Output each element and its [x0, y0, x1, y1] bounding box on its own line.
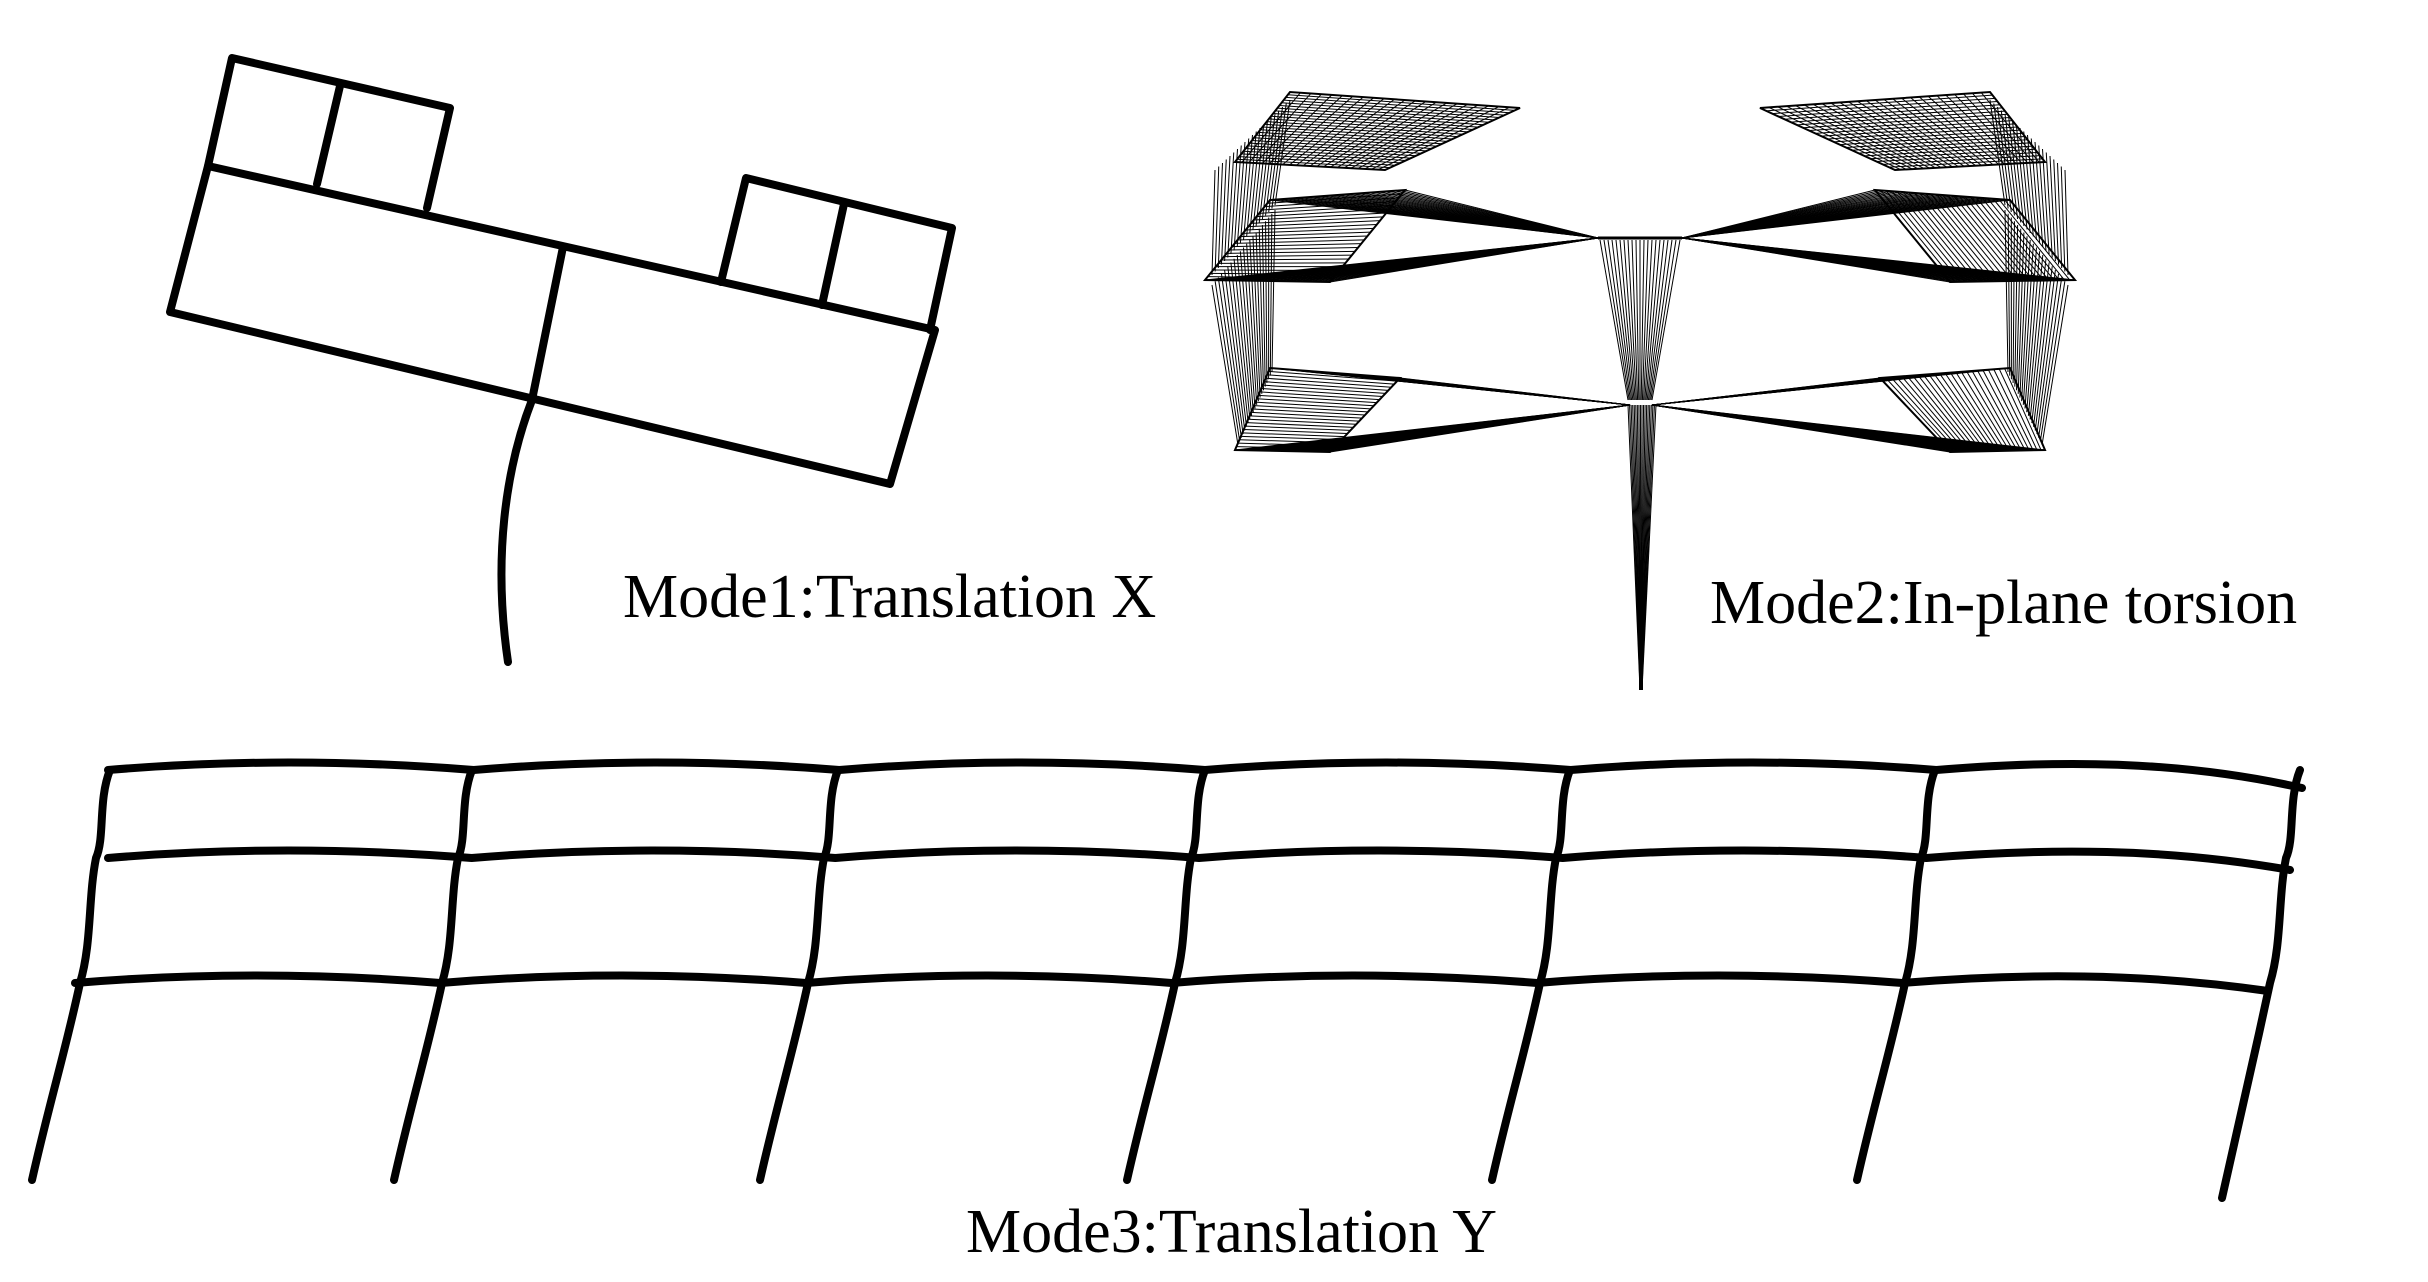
- mode1-right-upper-divider: [822, 204, 844, 305]
- mode1-curved-column: [501, 400, 532, 662]
- mode3-column-2: [394, 770, 472, 1180]
- mode3-column-1: [32, 770, 110, 1180]
- mode1-center-divider: [532, 247, 563, 400]
- mode3-column-3: [760, 770, 838, 1180]
- mode2-right-top-hatch-2: [1760, 92, 2045, 170]
- mode2-central-spike-upper: [1600, 240, 1680, 400]
- mode2-caption: Mode2:In-plane torsion: [1710, 572, 2297, 634]
- mode3-column-4: [1127, 770, 1205, 1180]
- mode3-diagram: [32, 763, 2302, 1199]
- mode1-caption: Mode1:Translation X: [623, 566, 1156, 628]
- mode3-column-6: [1857, 770, 1935, 1180]
- mode2-right-bottom-to-centre-a: [1652, 368, 2010, 405]
- mode1-left-upper-divider: [317, 86, 340, 184]
- mode3-column-5: [1492, 770, 1570, 1180]
- mode3-caption: Mode3:Translation Y: [966, 1201, 1497, 1263]
- mode3-second-beam: [108, 851, 2290, 871]
- mode1-main-slab: [170, 166, 935, 484]
